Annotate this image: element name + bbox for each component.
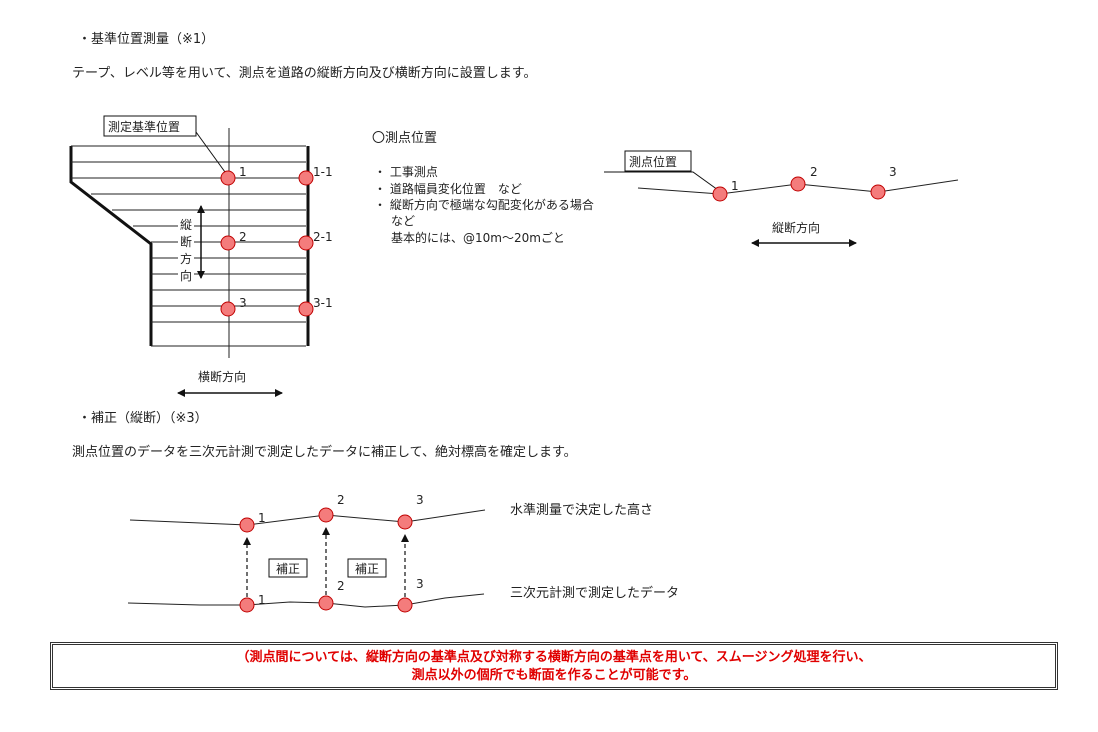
upper-point-1 [239,517,255,533]
profile-point-1 [712,186,728,202]
upper-point-3 [397,514,413,530]
plan-view: 測定基準位置 1 2 3 1-1 2-1 3-1 縦 断 方 向 横断方向 [69,115,333,397]
correction-box [268,558,308,578]
profile-view: 測点位置 1 2 3 縦断方向 [604,150,959,247]
correction-box-label: 補正 [355,562,379,576]
section2-heading: ・補正（縦断）（※3） [78,411,208,426]
section1-description: テープ、レベル等を用いて、測点を道路の縦断方向及び横断方向に設置します。 [72,66,537,81]
measure-point-item: ・ 道路幅員変化位置 など [374,182,522,196]
upper-point-label: 1 [258,511,266,525]
plan-callout-box [103,115,197,137]
profile-direction-label: 縦断方向 [772,220,820,235]
profile-point-label: 2 [810,165,818,179]
plan-point-1 [220,170,236,186]
plan-side-point-label: 3-1 [313,296,333,310]
measure-point-item: ・ 縦断方向で極端な勾配変化がある場合 [374,198,594,212]
profile-point-label: 3 [889,165,897,179]
plan-side-point-label: 2-1 [313,230,333,244]
plan-side-point-label: 1-1 [313,165,333,179]
measure-points-title: 〇測点位置 [372,131,438,146]
section2-description: 測点位置のデータを三次元計測で測定したデータに補正して、絶対標高を確定します。 [72,445,577,460]
lower-point-label: 1 [258,593,266,607]
vertical-label-char: 縦 [180,218,192,232]
lower-point-1 [239,597,255,613]
lower-line-label: 三次元計測で測定したデータ [510,585,679,601]
upper-profile-line [129,509,486,526]
upper-point-label: 3 [416,493,424,507]
lower-point-label: 2 [337,579,345,593]
section1-heading: ・基準位置測量（※1） [78,32,215,47]
profile-callout-label: 測点位置 [629,154,677,169]
measure-point-item: ・ 工事測点 [374,165,438,179]
upper-point-2 [318,507,334,523]
upper-line-label: 水準測量で決定した高さ [510,502,653,518]
road-left-edge [69,146,153,346]
horizontal-direction-label: 横断方向 [198,369,246,384]
lower-point-3 [397,597,413,613]
correction-view: 補正 補正 1 2 3 1 2 3 水準測量で決定した高さ 三次元計測で測定した… [127,493,679,613]
measure-point-item: 基本的には、@10m～20mごと [391,231,565,245]
plan-point-1-1 [298,170,314,186]
note-line-2: 測点以外の個所でも断面を作ることが可能です。 [411,668,697,683]
plan-point-label: 3 [239,296,247,310]
vertical-label-char: 向 [180,268,192,283]
plan-point-3 [220,301,236,317]
profile-point-label: 1 [731,179,739,193]
vertical-label-char: 断 [180,234,192,249]
plan-point-label: 2 [239,230,247,244]
plan-point-2 [220,235,236,251]
plan-callout-label: 測定基準位置 [108,119,180,134]
upper-point-label: 2 [337,493,345,507]
note-box: （測点間については、縦断方向の基準点及び対称する横断方向の基準点を用いて、スムー… [50,642,1058,690]
measure-point-item: など [391,214,416,228]
profile-point-3 [870,184,886,200]
lower-profile-line [127,593,485,608]
profile-callout-box [624,150,692,172]
lower-point-label: 3 [416,577,424,591]
plan-point-2-1 [298,235,314,251]
correction-box-label: 補正 [276,562,300,576]
correction-box [347,558,387,578]
plan-callout-leader [195,131,226,173]
profile-point-2 [790,176,806,192]
vertical-label-char: 方 [180,251,192,266]
note-line-1: （測点間については、縦断方向の基準点及び対称する横断方向の基準点を用いて、スムー… [236,650,872,665]
plan-point-label: 1 [239,165,247,179]
lower-point-2 [318,595,334,611]
profile-callout-leader [604,171,719,191]
plan-point-3-1 [298,301,314,317]
